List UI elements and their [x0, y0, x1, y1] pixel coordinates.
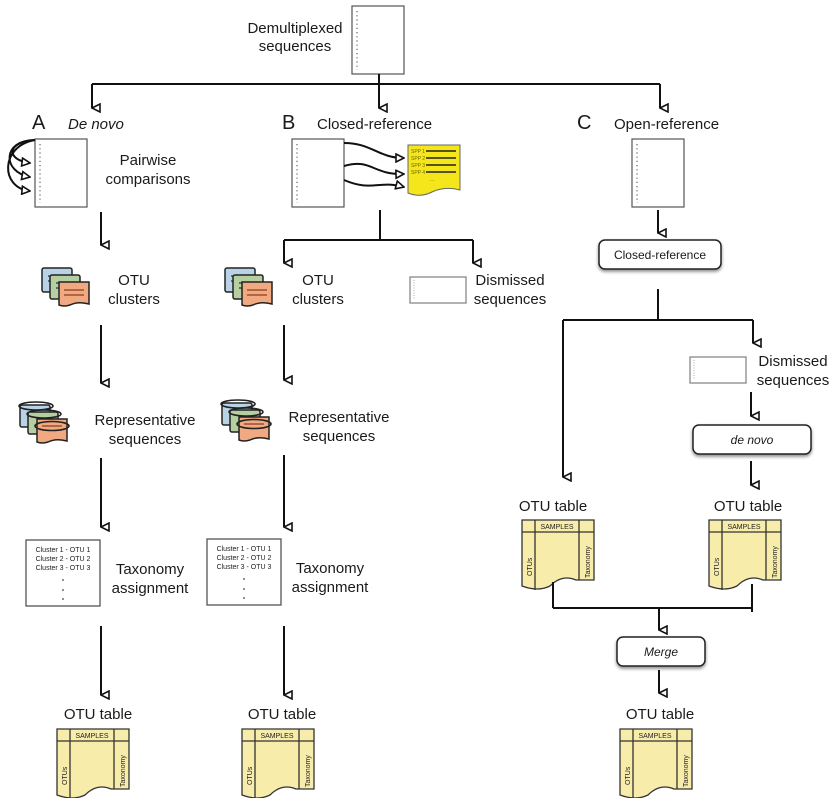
otu-table-icon: SAMPLES OTUs Taxonomy	[619, 728, 693, 798]
demultiplexed-label-line2: sequences	[259, 38, 332, 55]
panel-letter: B	[282, 112, 295, 134]
sequence-document-icon	[631, 138, 685, 208]
svg-text:OTUs: OTUs	[62, 766, 69, 785]
svg-text:Taxonomy: Taxonomy	[683, 755, 690, 787]
dismissed-sequences-icon	[689, 356, 747, 384]
panel-c-open-reference: C Open-reference Closed-reference Dismis…	[519, 112, 829, 798]
svg-text:Taxonomy: Taxonomy	[585, 546, 592, 578]
demultiplexed-label-line1: Demultiplexed	[247, 20, 342, 37]
svg-text:SAMPLES: SAMPLES	[260, 733, 293, 740]
rep-seqs-label-line1: Representative	[289, 409, 390, 426]
dismissed-sequences-icon	[409, 276, 467, 304]
sequence-document-icon	[291, 138, 345, 208]
closed-reference-step-box: Closed-reference	[598, 239, 722, 270]
sequence-document-icon	[34, 138, 88, 208]
tax-row: Cluster 2 - OTU 2	[36, 556, 91, 563]
dismissed-label-line1: Dismissed	[475, 272, 544, 289]
svg-text:Taxonomy: Taxonomy	[120, 755, 127, 787]
otu-clusters-icon	[41, 267, 90, 307]
taxonomy-assignment-icon: Cluster 1 - OTU 1 Cluster 2 - OTU 2 Clus…	[206, 538, 282, 606]
panel-letter: C	[577, 112, 591, 134]
taxonomy-label-line2: assignment	[112, 580, 190, 597]
taxonomy-label-line1: Taxonomy	[116, 561, 185, 578]
demultiplexed-sequences-node: Demultiplexed sequences	[247, 5, 405, 75]
svg-text:Taxonomy: Taxonomy	[305, 755, 312, 787]
svg-text:SAMPLES: SAMPLES	[727, 524, 760, 531]
svg-text:SAMPLES: SAMPLES	[540, 524, 573, 531]
dismissed-label-line2: sequences	[474, 291, 547, 308]
sequence-document-icon	[351, 5, 405, 75]
svg-text:Taxonomy: Taxonomy	[772, 546, 779, 578]
svg-text:SPP 4: SPP 4	[411, 170, 425, 176]
svg-text:SAMPLES: SAMPLES	[638, 733, 671, 740]
otu-table-label: OTU table	[626, 706, 694, 723]
dismissed-label-line1: Dismissed	[758, 353, 827, 370]
representative-sequences-icon	[18, 401, 70, 444]
de-novo-step-box: de novo	[692, 424, 812, 455]
tax-row: Cluster 1 - OTU 1	[217, 546, 272, 553]
rep-seqs-label-line1: Representative	[95, 412, 196, 429]
otu-table-label: OTU table	[714, 498, 782, 515]
rep-seqs-label-line2: sequences	[109, 431, 182, 448]
svg-text:OTUs: OTUs	[714, 557, 721, 576]
rep-seqs-label-line2: sequences	[303, 428, 376, 445]
otu-table-icon: SAMPLES OTUs Taxonomy	[521, 519, 595, 591]
otu-clusters-label-line2: clusters	[108, 291, 160, 308]
svg-text:...: ...	[430, 177, 434, 183]
otu-table-icon: SAMPLES OTUs Taxonomy	[241, 728, 315, 798]
svg-text:OTUs: OTUs	[247, 766, 254, 785]
merge-step-box: Merge	[616, 636, 706, 667]
otu-clusters-icon	[224, 267, 273, 307]
otu-clusters-label-line2: clusters	[292, 291, 344, 308]
taxonomy-assignment-icon: Cluster 1 - OTU 1 Cluster 2 - OTU 2 Clus…	[25, 539, 101, 607]
pairwise-label-line2: comparisons	[105, 171, 190, 188]
tax-row: Cluster 1 - OTU 1	[36, 547, 91, 554]
pairwise-label-line1: Pairwise	[120, 152, 177, 169]
pairwise-arrows-icon	[7, 139, 36, 191]
reference-database-icon: SPP 1 SPP 2 SPP 3 SPP 4 ...	[407, 144, 461, 196]
tax-row: Cluster 2 - OTU 2	[217, 555, 272, 562]
panel-title: Closed-reference	[317, 116, 432, 133]
taxonomy-label-line1: Taxonomy	[296, 560, 365, 577]
panel-b-closed-reference: B Closed-reference SPP 1 SPP 2 SPP 3 SPP…	[206, 112, 547, 798]
otu-table-label: OTU table	[248, 706, 316, 723]
tax-row: Cluster 3 - OTU 3	[217, 564, 272, 571]
panel-title: Open-reference	[614, 116, 719, 133]
svg-text:de novo: de novo	[731, 433, 774, 447]
tax-row: Cluster 3 - OTU 3	[36, 565, 91, 572]
taxonomy-label-line2: assignment	[292, 579, 370, 596]
svg-text:OTUs: OTUs	[625, 766, 632, 785]
dismissed-label-line2: sequences	[757, 372, 830, 389]
svg-text:SAMPLES: SAMPLES	[75, 733, 108, 740]
otu-clusters-label-line1: OTU	[118, 272, 150, 289]
svg-text:OTUs: OTUs	[527, 557, 534, 576]
svg-text:Merge: Merge	[644, 645, 678, 659]
otu-table-label: OTU table	[519, 498, 587, 515]
otu-table-icon: SAMPLES OTUs Taxonomy	[708, 519, 782, 591]
representative-sequences-icon	[220, 399, 272, 442]
otu-clusters-label-line1: OTU	[302, 272, 334, 289]
panel-letter: A	[32, 112, 46, 134]
svg-text:Closed-reference: Closed-reference	[614, 248, 706, 262]
reference-match-arrows-icon	[343, 142, 404, 187]
panel-title: De novo	[68, 116, 124, 133]
svg-text:SPP 2: SPP 2	[411, 156, 425, 162]
otu-table-icon: SAMPLES OTUs Taxonomy	[56, 728, 130, 798]
panel-a-de-novo: A De novo Pairwise comparisons OTU clust…	[7, 112, 196, 798]
svg-text:SPP 1: SPP 1	[411, 149, 425, 155]
otu-table-label: OTU table	[64, 706, 132, 723]
svg-text:SPP 3: SPP 3	[411, 163, 425, 169]
